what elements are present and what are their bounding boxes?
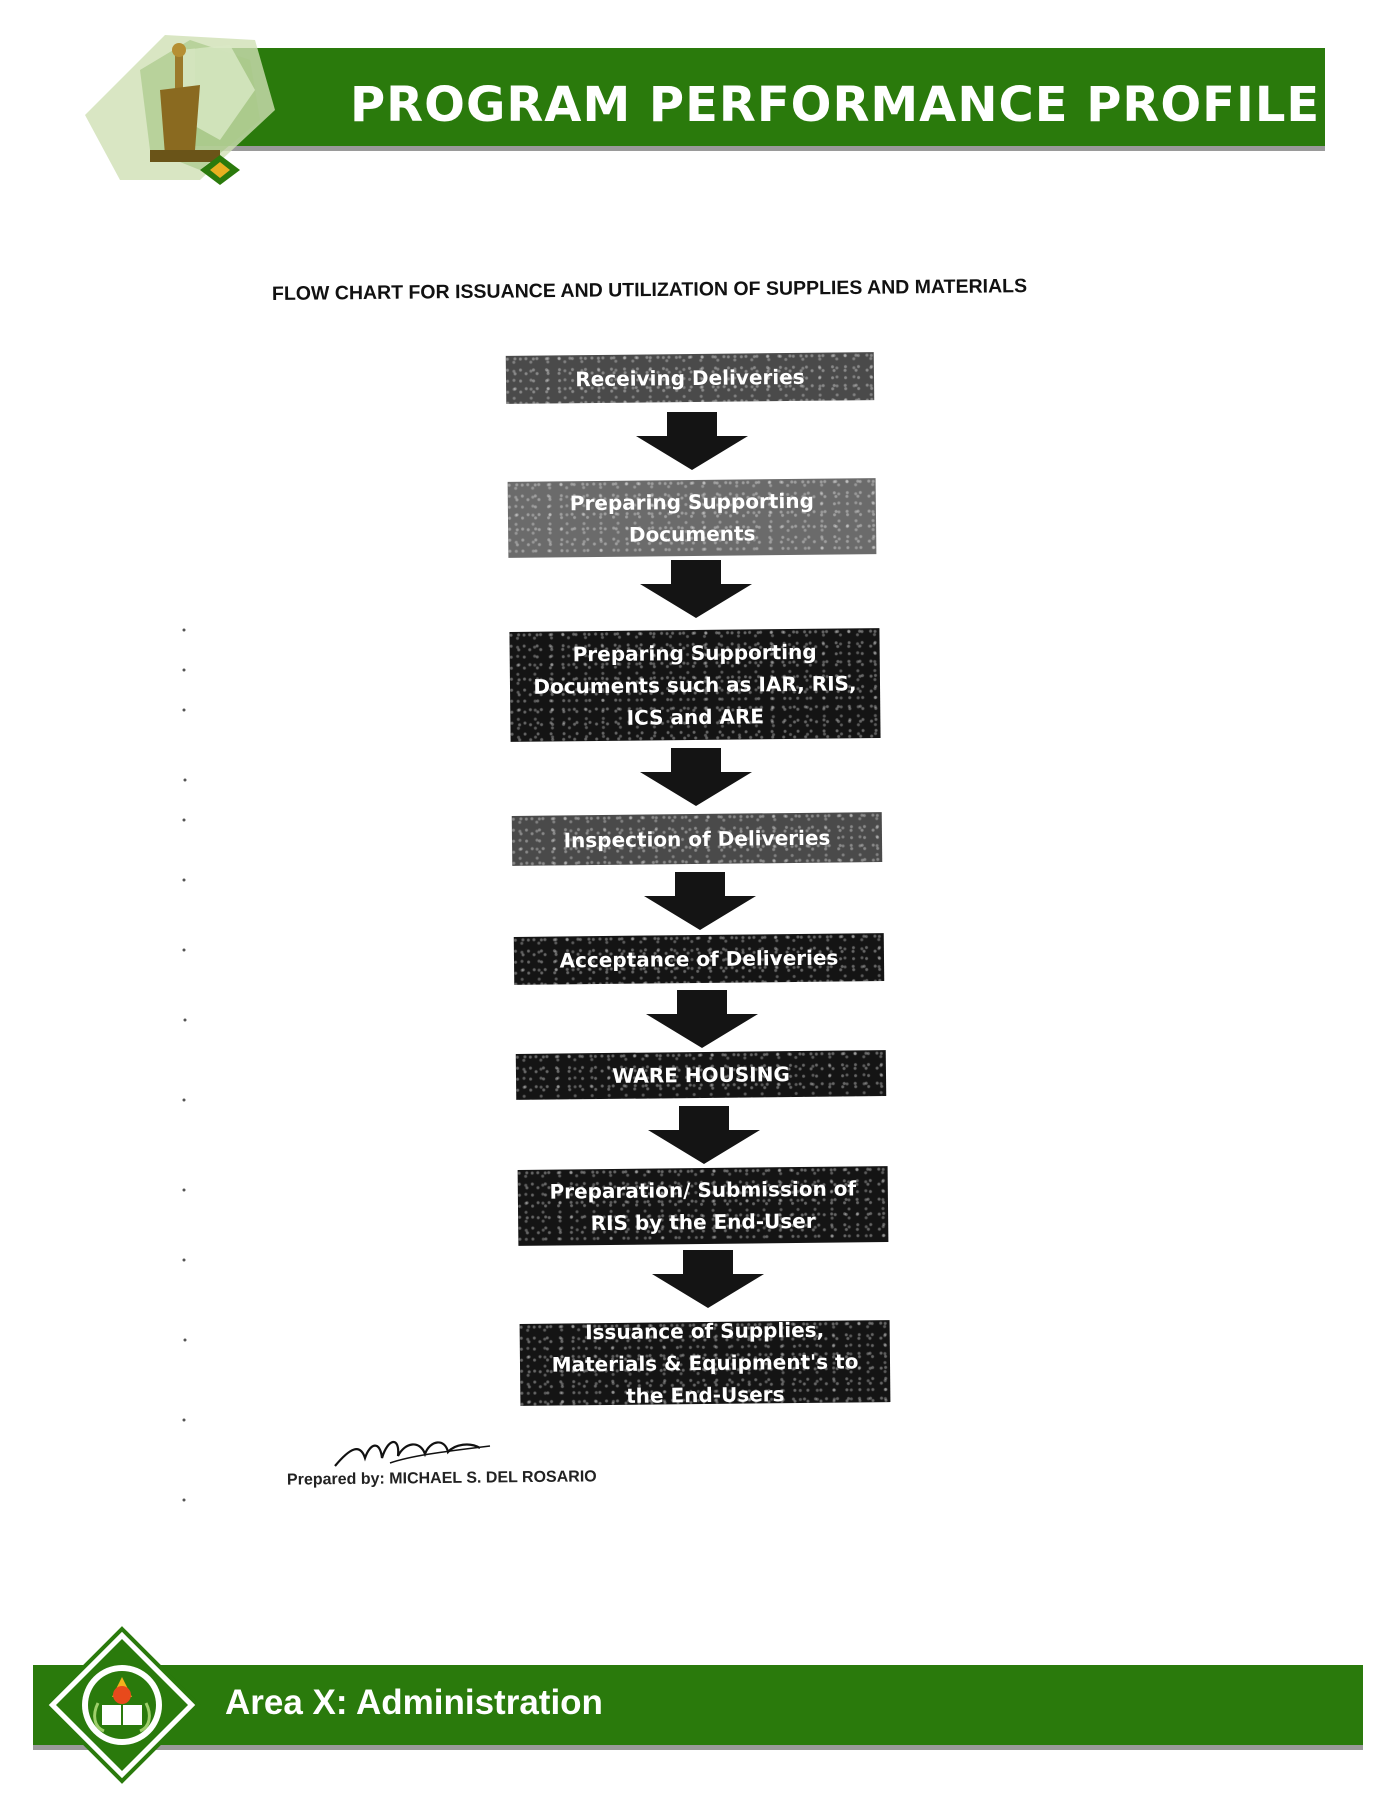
footer-banner [33, 1665, 1363, 1750]
step-label: Acceptance of Deliveries [559, 945, 839, 973]
step-preparation-submission-of-ris: Preparation/ Submission of RIS by the En… [517, 1166, 889, 1246]
arrow-down-icon [652, 1250, 764, 1308]
page-title: PROGRAM PERFORMANCE PROFILE [350, 77, 1321, 133]
step-label: WARE HOUSING [612, 1062, 790, 1088]
step-label: Inspection of Deliveries [563, 825, 831, 853]
arrow-down-icon [646, 990, 758, 1048]
handwritten-signature-icon [334, 1440, 491, 1467]
scan-margin-marks [182, 628, 187, 1502]
chart-title: FLOW CHART FOR ISSUANCE AND UTILIZATION … [271, 275, 1028, 305]
monument-logo-icon [85, 35, 275, 185]
step-label: Preparing Supporting Documents [569, 488, 814, 547]
step-label: Preparation/ Submission of RIS by the En… [549, 1176, 857, 1236]
university-seal-icon [43, 1626, 201, 1784]
arrow-down-icon [648, 1106, 760, 1164]
prepared-by-label: Prepared by: MICHAEL S. DEL ROSARIO [286, 1468, 597, 1489]
step-issuance-of-supplies: Issuance of Supplies, Materials & Equipm… [519, 1318, 891, 1408]
step-receiving-deliveries: Receiving Deliveries [505, 352, 875, 404]
arrow-down-icon [636, 412, 748, 470]
step-preparing-documents-iar-ris-ics-are: Preparing Supporting Documents such as I… [509, 628, 881, 742]
step-preparing-supporting-documents: Preparing Supporting Documents [507, 478, 877, 558]
step-ware-housing: WARE HOUSING [515, 1050, 887, 1100]
header-banner [195, 48, 1325, 151]
arrow-down-icon [640, 748, 752, 806]
step-label: Issuance of Supplies, Materials & Equipm… [551, 1317, 859, 1408]
step-inspection-of-deliveries: Inspection of Deliveries [511, 812, 883, 866]
step-label: Receiving Deliveries [575, 364, 805, 392]
arrow-down-icon [644, 872, 756, 930]
arrow-down-icon [640, 560, 752, 618]
step-acceptance-of-deliveries: Acceptance of Deliveries [513, 933, 885, 985]
area-label: Area X: Administration [225, 1683, 603, 1722]
step-label: Preparing Supporting Documents such as I… [533, 639, 857, 730]
